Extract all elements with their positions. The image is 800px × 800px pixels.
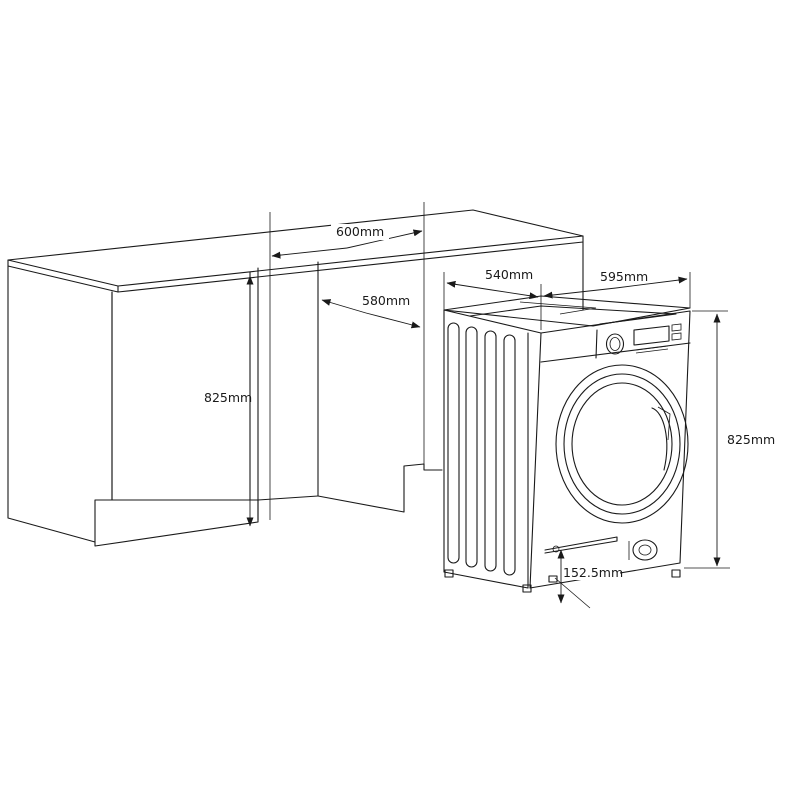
dimension-cabinet-depth: 580mm bbox=[321, 292, 421, 329]
machine-height-label: 825mm bbox=[727, 432, 775, 447]
dimension-machine-width: 595mm bbox=[543, 269, 688, 299]
porthole-door-icon bbox=[555, 364, 689, 524]
program-knob-icon bbox=[605, 333, 625, 355]
dimension-machine-height: 825mm bbox=[713, 313, 778, 567]
machine-extension-lines bbox=[443, 272, 730, 609]
cabinet-height-label: 825mm bbox=[204, 390, 252, 405]
machine-depth-label: 540mm bbox=[485, 267, 533, 282]
dimension-cabinet-width: 600mm bbox=[271, 224, 423, 259]
service-flap bbox=[544, 536, 658, 561]
cabinet-width-label: 600mm bbox=[336, 224, 384, 239]
kitchen-cabinet bbox=[7, 209, 584, 547]
dimension-cabinet-height: 825mm bbox=[204, 275, 254, 527]
dimension-machine-depth: 540mm bbox=[446, 267, 539, 300]
cabinet-depth-label: 580mm bbox=[362, 293, 410, 308]
machine-width-label: 595mm bbox=[600, 269, 648, 284]
washing-machine bbox=[443, 295, 691, 593]
plinth-height-label: 152.5mm bbox=[563, 565, 623, 580]
dimension-plinth-height: 152.5mm bbox=[557, 549, 623, 604]
machine-feet bbox=[444, 569, 681, 593]
side-vent-ribs bbox=[447, 322, 516, 576]
cabinet-width-extension-lines bbox=[269, 202, 425, 520]
control-display bbox=[633, 323, 682, 354]
